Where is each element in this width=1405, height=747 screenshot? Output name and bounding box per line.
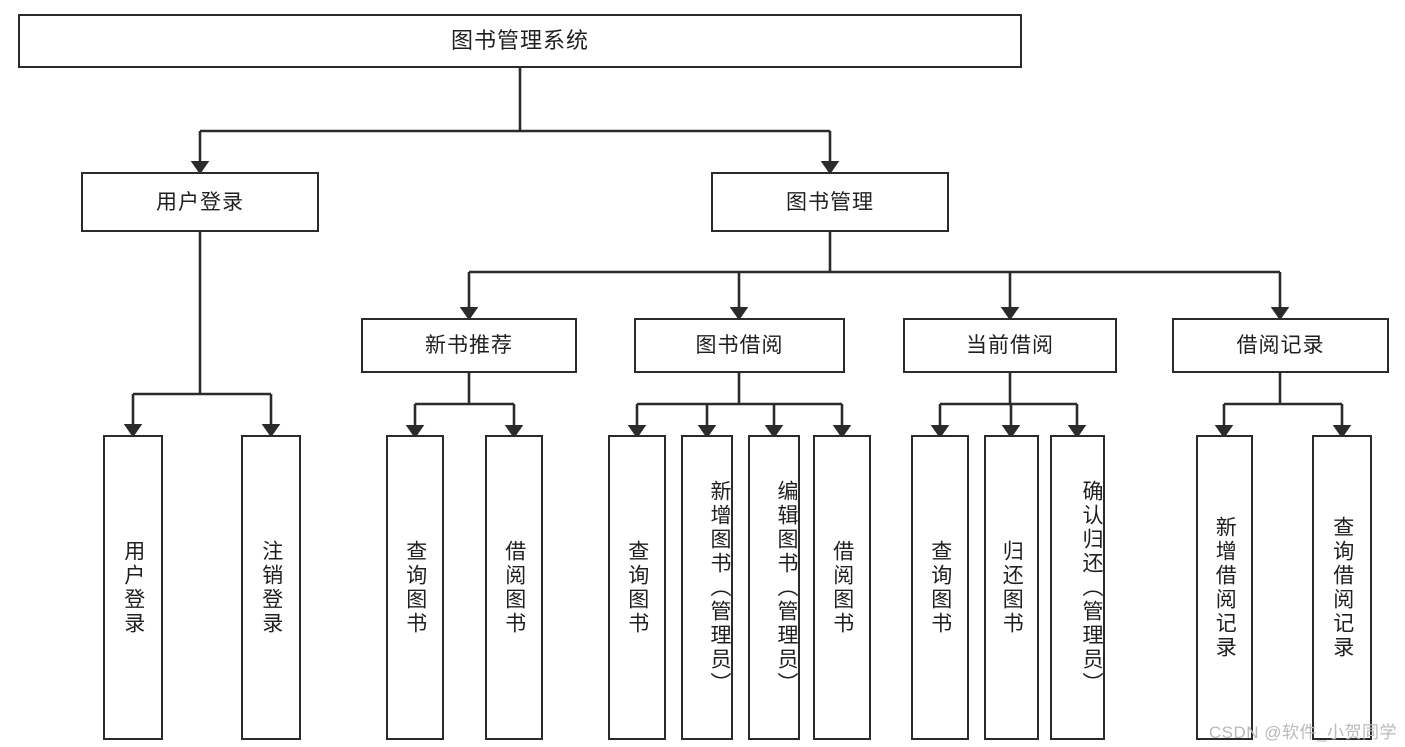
node-level2-user-login[interactable]: 用户登录 bbox=[81, 172, 319, 232]
node-leaf-add-borrow-record[interactable]: 新增借阅记录 bbox=[1196, 435, 1253, 740]
csdn-watermark: CSDN @软件_小贺同学 bbox=[1208, 723, 1397, 742]
node-level3-borrow-records[interactable]: 借阅记录 bbox=[1172, 318, 1389, 373]
node-leaf-logout[interactable]: 注销登录 bbox=[241, 435, 301, 740]
node-leaf-edit-book-admin[interactable]: 编辑图书（管理员） bbox=[748, 435, 800, 740]
node-level3-current-borrow[interactable]: 当前借阅 bbox=[903, 318, 1117, 373]
node-level3-book-borrow[interactable]: 图书借阅 bbox=[634, 318, 845, 373]
node-leaf-add-book-admin[interactable]: 新增图书（管理员） bbox=[681, 435, 733, 740]
node-level2-book-management[interactable]: 图书管理 bbox=[711, 172, 949, 232]
node-leaf-return-books[interactable]: 归还图书 bbox=[984, 435, 1039, 740]
node-leaf-query-books-current[interactable]: 查询图书 bbox=[911, 435, 969, 740]
node-root[interactable]: 图书管理系统 bbox=[18, 14, 1022, 68]
node-leaf-query-books-borrow[interactable]: 查询图书 bbox=[608, 435, 666, 740]
node-leaf-borrow-books-recommend[interactable]: 借阅图书 bbox=[485, 435, 543, 740]
node-leaf-borrow-books[interactable]: 借阅图书 bbox=[813, 435, 871, 740]
node-leaf-query-borrow-record[interactable]: 查询借阅记录 bbox=[1312, 435, 1372, 740]
node-leaf-query-books-recommend[interactable]: 查询图书 bbox=[386, 435, 444, 740]
node-leaf-confirm-return-admin[interactable]: 确认归还（管理员） bbox=[1050, 435, 1105, 740]
node-level3-new-book-recommend[interactable]: 新书推荐 bbox=[361, 318, 577, 373]
node-leaf-user-login[interactable]: 用户登录 bbox=[103, 435, 163, 740]
